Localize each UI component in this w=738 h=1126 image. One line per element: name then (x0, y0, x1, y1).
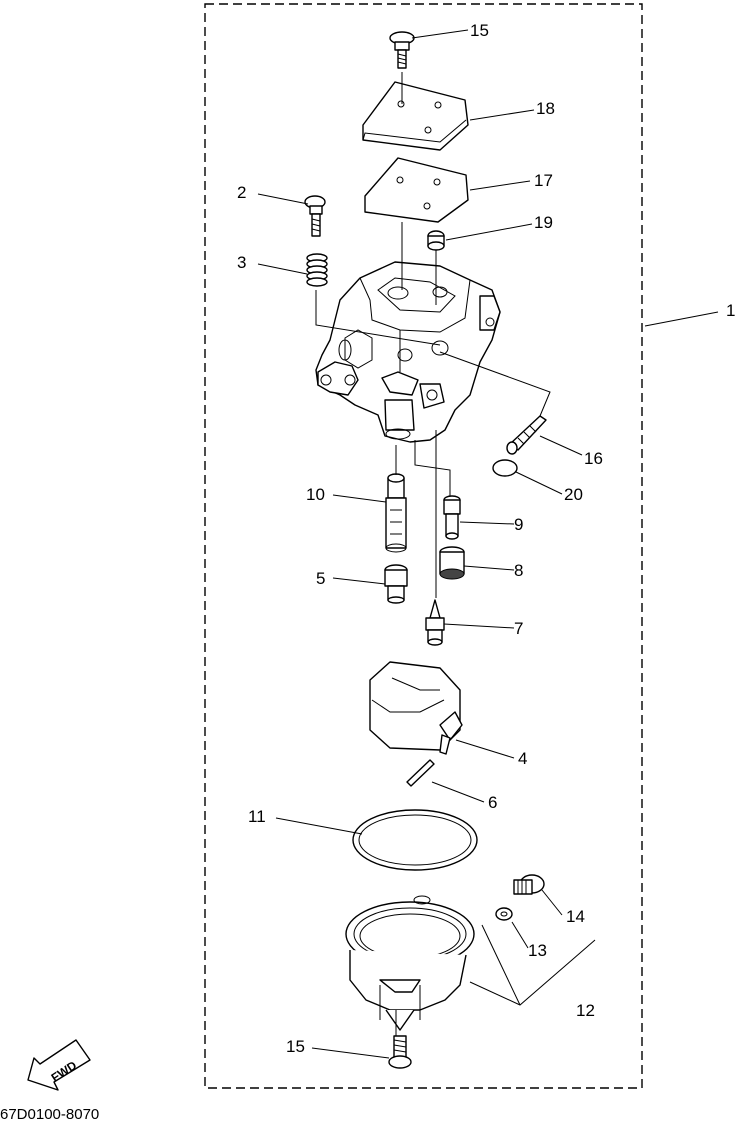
callout-5: 5 (316, 569, 325, 588)
callout-17: 17 (534, 171, 553, 190)
assembly-boundary (204, 3, 643, 1089)
callout-6: 6 (488, 793, 497, 812)
part-11-gasket-ring (352, 809, 478, 871)
callout-10: 10 (306, 485, 325, 504)
callout-12: 12 (576, 1001, 595, 1020)
callout-11: 11 (248, 807, 266, 826)
part-7-needle-valve (425, 599, 445, 646)
part-14-drain-screw (513, 874, 545, 895)
callout-13: 13 (528, 941, 547, 960)
part-9-jet (443, 495, 461, 540)
callout-1: 1 (726, 301, 735, 320)
part-13-washer (495, 907, 513, 921)
part-3-spring (306, 253, 328, 287)
part-16-pilot-screw (506, 415, 547, 455)
callout-15-top: 15 (470, 21, 489, 40)
callout-7: 7 (514, 619, 523, 638)
part-12-float-chamber (345, 895, 475, 1031)
callout-14: 14 (566, 907, 585, 926)
callout-19: 19 (534, 213, 553, 232)
callout-numbers: 1 2 3 4 5 6 7 8 9 10 11 12 13 14 15 15 1… (237, 21, 735, 1056)
part-18-cover (362, 81, 469, 151)
part-6-float-pin (406, 759, 435, 787)
callout-20: 20 (564, 485, 583, 504)
part-2-screw (304, 195, 326, 237)
callout-9: 9 (514, 515, 523, 534)
drawing-code: 67D0100-8070 (0, 1106, 100, 1123)
part-10-main-nozzle (385, 473, 407, 553)
part-15-screw-bottom (388, 1035, 412, 1069)
callout-4: 4 (518, 749, 527, 768)
carburetor-body (315, 261, 501, 443)
callout-18: 18 (536, 99, 555, 118)
alignment-lines (315, 72, 551, 1036)
fwd-arrow-icon: FWD (27, 1039, 91, 1091)
callout-16: 16 (584, 449, 603, 468)
callout-3: 3 (237, 253, 246, 272)
callout-15-bottom: 15 (286, 1037, 305, 1056)
part-15-screw-top (389, 31, 415, 69)
leader-lines (257, 29, 719, 1059)
part-20-cap (492, 459, 518, 477)
part-5-main-jet (384, 564, 408, 604)
part-8-pilot-jet (439, 546, 465, 580)
callout-8: 8 (514, 561, 523, 580)
part-17-gasket (364, 157, 469, 223)
callout-2: 2 (237, 183, 246, 202)
part-4-float (369, 661, 463, 755)
part-19-plug (427, 230, 445, 251)
